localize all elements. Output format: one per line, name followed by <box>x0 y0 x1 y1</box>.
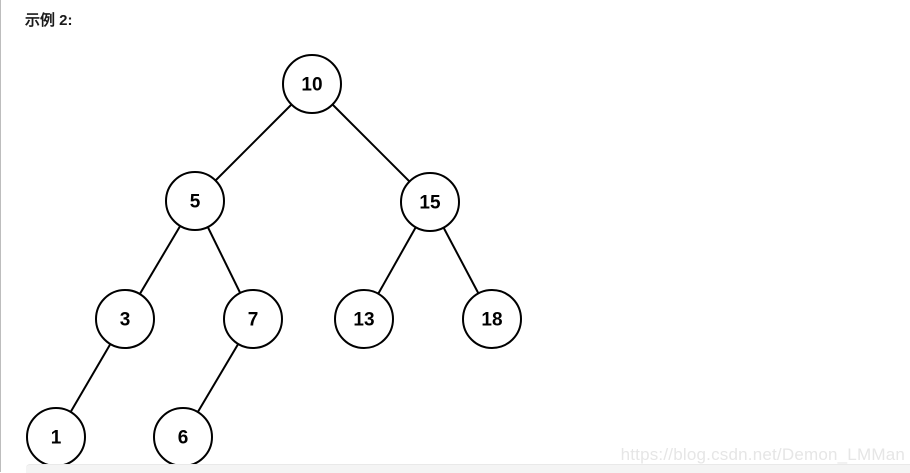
tree-node-label: 3 <box>120 310 131 331</box>
tree-node-10: 10 <box>282 54 342 114</box>
tree-node-label: 10 <box>301 75 322 96</box>
tree-node-circle <box>223 289 283 349</box>
tree-node-3: 3 <box>95 289 155 349</box>
tree-node-circle <box>282 54 342 114</box>
tree-node-15: 15 <box>400 172 460 232</box>
tree-node-circle <box>165 171 225 231</box>
tree-node-label: 1 <box>51 428 62 449</box>
tree-edges <box>55 83 493 438</box>
tree-node-1: 1 <box>26 407 86 467</box>
tree-node-18: 18 <box>462 289 522 349</box>
tree-node-label: 18 <box>481 310 502 331</box>
csdn-watermark-url: https://blog.csdn.net/Demon_LMMan <box>620 445 905 464</box>
tree-node-label: 6 <box>178 428 189 449</box>
tree-node-7: 7 <box>223 289 283 349</box>
tree-node-6: 6 <box>153 407 213 467</box>
tree-node-circle <box>462 289 522 349</box>
tree-node-circle <box>334 289 394 349</box>
tree-node-circle <box>400 172 460 232</box>
tree-node-label: 5 <box>190 192 201 213</box>
tree-node-label: 13 <box>353 310 374 331</box>
tree-node-label: 15 <box>419 193 441 214</box>
code-block-top-strip <box>26 464 910 473</box>
tree-node-circle <box>95 289 155 349</box>
tree-node-label: 7 <box>248 310 259 331</box>
tree-node-5: 5 <box>165 171 225 231</box>
tree-node-13: 13 <box>334 289 394 349</box>
content-left-border-line <box>0 0 1 472</box>
example-title: 示例 2: <box>25 12 73 29</box>
tree-nodes: 10 5 15 3 7 13 18 1 6 <box>26 54 522 467</box>
